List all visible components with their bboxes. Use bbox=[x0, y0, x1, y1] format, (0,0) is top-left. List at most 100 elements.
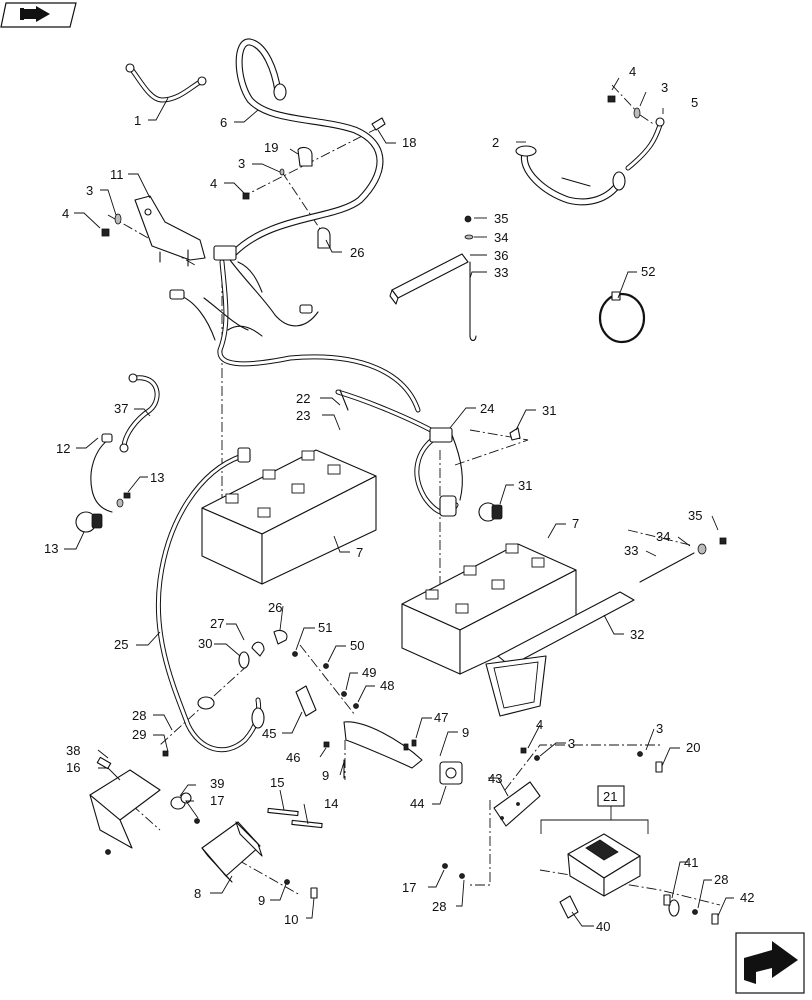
part-16-cover bbox=[89, 756, 161, 855]
callout-2: 2 bbox=[492, 135, 499, 150]
callout-17: 17 bbox=[402, 880, 416, 895]
callout-44: 44 bbox=[410, 796, 424, 811]
callout-34: 34 bbox=[656, 529, 670, 544]
callout-19: 19 bbox=[264, 140, 278, 155]
callout-49: 49 bbox=[362, 665, 376, 680]
part-7-battery-left bbox=[201, 449, 377, 585]
callout-4: 4 bbox=[210, 176, 217, 191]
callout-33: 33 bbox=[494, 265, 508, 280]
callout-41: 41 bbox=[684, 855, 698, 870]
callout-28: 28 bbox=[132, 708, 146, 723]
callout-3: 3 bbox=[238, 156, 245, 171]
book-page-icon[interactable] bbox=[0, 2, 77, 28]
callout-50: 50 bbox=[350, 638, 364, 653]
hardware-top bbox=[101, 95, 641, 249]
callout-28: 28 bbox=[432, 899, 446, 914]
callout-26: 26 bbox=[350, 245, 364, 260]
callout-14: 14 bbox=[324, 796, 338, 811]
callout-35: 35 bbox=[688, 508, 702, 523]
callout-9: 9 bbox=[258, 893, 265, 908]
callout-28: 28 bbox=[714, 872, 728, 887]
callout-22: 22 bbox=[296, 391, 310, 406]
part-36-hold-down-strap bbox=[389, 253, 477, 342]
part-24-cable bbox=[335, 389, 463, 517]
callout-47: 47 bbox=[434, 710, 448, 725]
part-25-cable bbox=[155, 447, 265, 753]
part-2-cable-cover bbox=[515, 117, 665, 206]
callout-20: 20 bbox=[686, 740, 700, 755]
callout-9: 9 bbox=[322, 768, 329, 783]
part-52-clamp bbox=[598, 291, 646, 344]
callout-8: 8 bbox=[194, 886, 201, 901]
part-37-cable bbox=[119, 373, 160, 453]
callout-34: 34 bbox=[494, 230, 508, 245]
part-7-battery-right bbox=[401, 543, 577, 675]
callout-31: 31 bbox=[542, 403, 556, 418]
callout-25: 25 bbox=[114, 637, 128, 652]
callout-4: 4 bbox=[536, 717, 543, 732]
part-43-plate bbox=[493, 781, 541, 827]
callout-31: 31 bbox=[518, 478, 532, 493]
callout-30: 30 bbox=[198, 636, 212, 651]
callout-36: 36 bbox=[494, 248, 508, 263]
part-40-41-brackets bbox=[559, 894, 719, 925]
callout-6: 6 bbox=[220, 115, 227, 130]
part-1-short-cable bbox=[125, 63, 207, 103]
callout-labels: 1 6 2 4 3 5 18 19 3 4 26 11 3 4 35 34 36… bbox=[44, 64, 754, 934]
callout-7: 7 bbox=[572, 516, 579, 531]
callout-37: 37 bbox=[114, 401, 128, 416]
callout-48: 48 bbox=[380, 678, 394, 693]
callout-32: 32 bbox=[630, 627, 644, 642]
callout-45: 45 bbox=[262, 726, 276, 741]
part-21-relay-cover bbox=[567, 833, 641, 897]
hardware-middle bbox=[162, 629, 463, 785]
callout-46: 46 bbox=[286, 750, 300, 765]
callout-24: 24 bbox=[480, 401, 494, 416]
leader-lines bbox=[64, 77, 734, 927]
callout-3: 3 bbox=[656, 721, 663, 736]
callout-38: 38 bbox=[66, 743, 80, 758]
callout-7: 7 bbox=[356, 545, 363, 560]
callout-42: 42 bbox=[740, 890, 754, 905]
callout-9: 9 bbox=[462, 725, 469, 740]
parts-14-15-pads bbox=[267, 807, 323, 829]
part-39-clip bbox=[170, 792, 200, 824]
part-12-cable bbox=[90, 433, 131, 513]
callout-29: 29 bbox=[132, 727, 146, 742]
part-8-cover bbox=[201, 821, 318, 899]
callout-11: 11 bbox=[110, 167, 124, 182]
next-arrow-icon[interactable] bbox=[735, 932, 805, 994]
callout-52: 52 bbox=[641, 264, 655, 279]
callout-13: 13 bbox=[150, 470, 164, 485]
part-11-bracket bbox=[134, 195, 206, 267]
callout-17: 17 bbox=[210, 793, 224, 808]
callout-23: 23 bbox=[296, 408, 310, 423]
callout-21: 21 bbox=[603, 789, 617, 804]
part-6-battery-cable bbox=[169, 38, 421, 413]
callout-40: 40 bbox=[596, 919, 610, 934]
callout-27: 27 bbox=[210, 616, 224, 631]
part-32-hold-down bbox=[485, 537, 727, 717]
center-lines bbox=[107, 84, 721, 906]
hardware-lower-right bbox=[442, 747, 663, 879]
part-31-switch bbox=[478, 427, 521, 522]
callout-39: 39 bbox=[210, 776, 224, 791]
callout-3: 3 bbox=[661, 80, 668, 95]
callout-10: 10 bbox=[284, 912, 298, 927]
callout-1: 1 bbox=[134, 113, 141, 128]
callout-5: 5 bbox=[691, 95, 698, 110]
callout-15: 15 bbox=[270, 775, 284, 790]
part-13-switch-left bbox=[75, 511, 103, 533]
callout-33: 33 bbox=[624, 543, 638, 558]
callout-35: 35 bbox=[494, 211, 508, 226]
callout-12: 12 bbox=[56, 441, 70, 456]
callout-13: 13 bbox=[44, 541, 58, 556]
callout-51: 51 bbox=[318, 620, 332, 635]
callout-16: 16 bbox=[66, 760, 80, 775]
callout-3: 3 bbox=[568, 736, 575, 751]
callout-4: 4 bbox=[62, 206, 69, 221]
callout-3: 3 bbox=[86, 183, 93, 198]
callout-43: 43 bbox=[488, 771, 502, 786]
callout-18: 18 bbox=[402, 135, 416, 150]
